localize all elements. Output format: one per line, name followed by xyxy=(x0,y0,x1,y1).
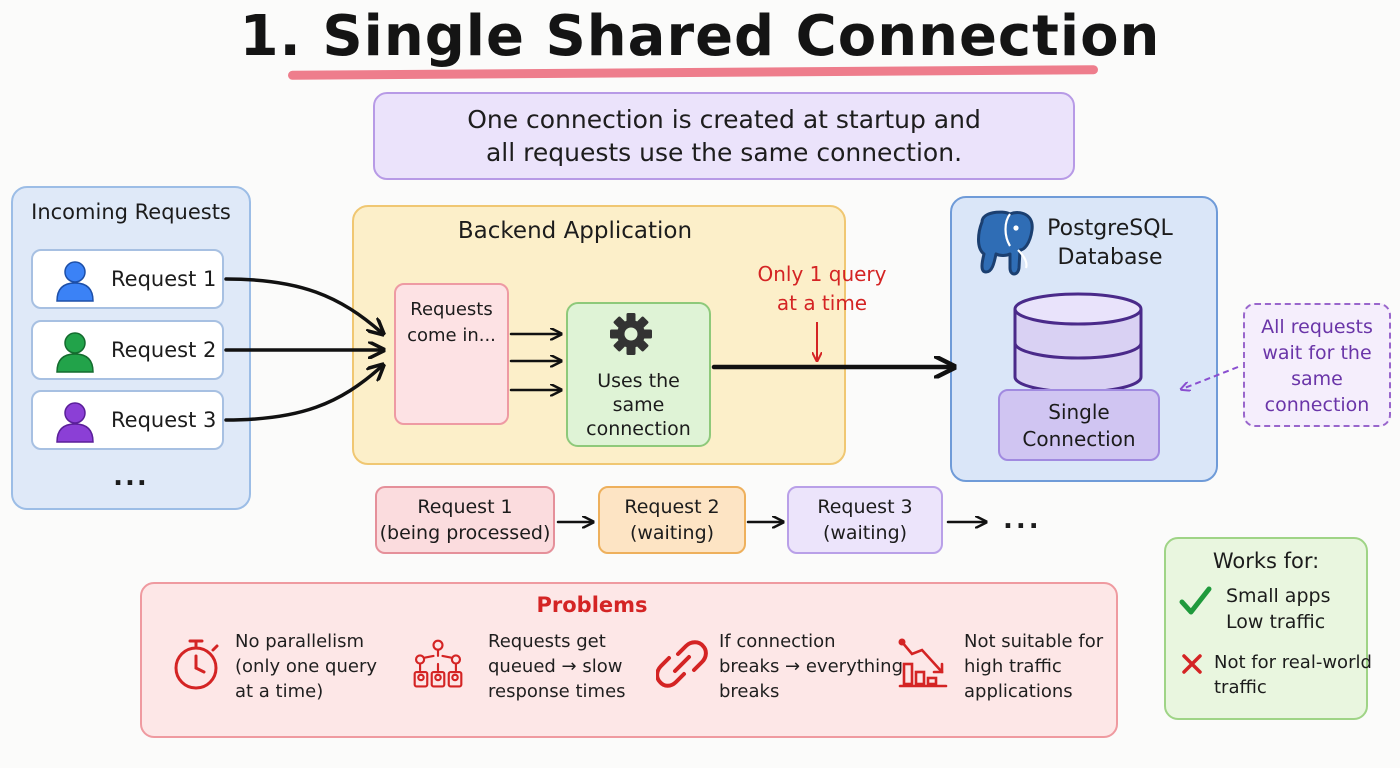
queue-item-3: Request 3 (waiting) xyxy=(787,486,943,554)
problem-text-1: No parallelism (only one query at a time… xyxy=(235,629,377,704)
page-title: 1. Single Shared Connection xyxy=(239,4,1161,69)
problem-3-line-3: breaks xyxy=(719,681,780,702)
gear-icon xyxy=(610,313,652,355)
problems-title: Problems xyxy=(536,593,648,617)
works-for-item: Low traffic xyxy=(1226,611,1326,633)
queue-item-status: (waiting) xyxy=(629,522,715,544)
one-query-line-2: at a time xyxy=(776,291,868,315)
database-title: PostgreSQL Database xyxy=(1040,214,1180,272)
cross-icon xyxy=(1182,654,1202,674)
not-for-line-1: Not for real-world xyxy=(1214,652,1372,673)
queued-users-icon xyxy=(413,639,463,688)
problem-1-line-1: No parallelism xyxy=(235,631,365,652)
description-box: One connection is created at startup and… xyxy=(373,92,1075,180)
incoming-requests-title: Incoming Requests xyxy=(31,200,231,224)
wait-note-line-3: same xyxy=(1291,368,1343,390)
uses-line-2: same xyxy=(612,394,665,416)
wait-note-line-4: connection xyxy=(1264,394,1370,416)
user-icon xyxy=(56,261,94,302)
user-icon xyxy=(56,332,94,373)
one-query-line-1: Only 1 query xyxy=(757,262,887,286)
queue-item-2: Request 2 (waiting) xyxy=(598,486,746,554)
wait-note-box: All requests wait for the same connectio… xyxy=(1243,303,1391,427)
wait-note-line-1: All requests xyxy=(1261,316,1373,338)
problem-text-2: Requests get queued → slow response time… xyxy=(488,629,626,704)
queue-item-status: (being processed) xyxy=(379,522,551,544)
request-card-2: Request 2 xyxy=(31,320,224,380)
shared-connection-box: Uses the same connection xyxy=(566,302,711,447)
uses-line-1: Uses the xyxy=(597,370,680,392)
arrow-request-1 xyxy=(224,277,382,333)
user-icon xyxy=(56,402,94,443)
problem-2-line-1: Requests get xyxy=(488,631,606,652)
description-line-2: all requests use the same connection. xyxy=(485,138,963,167)
problem-4-line-3: applications xyxy=(964,681,1073,702)
single-connection-box: Single Connection xyxy=(998,389,1160,461)
requests-come-in-box: Requests come in... xyxy=(394,283,509,425)
requests-in-line-1: Requests xyxy=(410,299,493,320)
problem-2-line-3: response times xyxy=(488,681,626,702)
problem-4-line-2: high traffic xyxy=(964,656,1062,677)
queue-item-label: Request 1 xyxy=(417,496,513,518)
queue-ellipsis: ... xyxy=(1003,505,1042,535)
requests-in-line-2: come in... xyxy=(407,325,496,346)
database-cylinder-icon xyxy=(1013,292,1143,394)
problem-1-line-3: at a time) xyxy=(235,681,324,702)
check-icon xyxy=(1179,586,1212,615)
stopwatch-icon xyxy=(174,639,219,690)
queue-item-status: (waiting) xyxy=(822,522,908,544)
request-card-1: Request 1 xyxy=(31,249,224,309)
backend-title: Backend Application xyxy=(457,218,693,244)
queue-item-label: Request 3 xyxy=(817,496,913,518)
problem-1-line-2: (only one query xyxy=(235,656,377,677)
declining-chart-icon xyxy=(898,638,948,688)
database-title-line-2: Database xyxy=(1057,245,1163,270)
one-query-note: Only 1 query at a time xyxy=(742,260,902,318)
queue-item-label: Request 2 xyxy=(624,496,720,518)
request-label: Request 3 xyxy=(111,408,217,432)
single-connection-line-2: Connection xyxy=(1022,427,1136,451)
problems-panel xyxy=(140,582,1118,738)
uses-line-3: connection xyxy=(586,418,691,440)
arrow-request-3 xyxy=(224,366,382,422)
request-card-3: Request 3 xyxy=(31,390,224,450)
works-for-list: Small apps Low traffic xyxy=(1226,583,1330,635)
not-for-text: Not for real-world traffic xyxy=(1214,650,1372,700)
problem-3-line-2: breaks → everything xyxy=(719,656,904,677)
queue-item-1: Request 1 (being processed) xyxy=(375,486,555,554)
works-for-title: Works for: xyxy=(1212,549,1320,573)
problem-3-line-1: If connection xyxy=(719,631,836,652)
more-requests-ellipsis: ... xyxy=(113,462,149,492)
database-title-line-1: PostgreSQL xyxy=(1047,216,1173,241)
problem-text-3: If connection breaks → everything breaks xyxy=(719,629,903,704)
not-for-line-2: traffic xyxy=(1214,677,1267,698)
arrow-wait-note xyxy=(1182,366,1239,389)
problem-2-line-2: queued → slow xyxy=(488,656,623,677)
request-label: Request 1 xyxy=(111,267,217,291)
postgresql-elephant-icon xyxy=(977,210,1034,276)
problem-4-line-1: Not suitable for xyxy=(964,631,1104,652)
broken-link-icon xyxy=(656,640,708,688)
wait-note-line-2: wait for the xyxy=(1262,342,1372,364)
problem-text-4: Not suitable for high traffic applicatio… xyxy=(964,629,1103,704)
single-connection-line-1: Single xyxy=(1048,400,1110,424)
description-line-1: One connection is created at startup and xyxy=(467,105,981,134)
request-label: Request 2 xyxy=(111,338,217,362)
works-for-panel xyxy=(1164,537,1368,720)
works-for-item: Small apps xyxy=(1226,585,1331,607)
